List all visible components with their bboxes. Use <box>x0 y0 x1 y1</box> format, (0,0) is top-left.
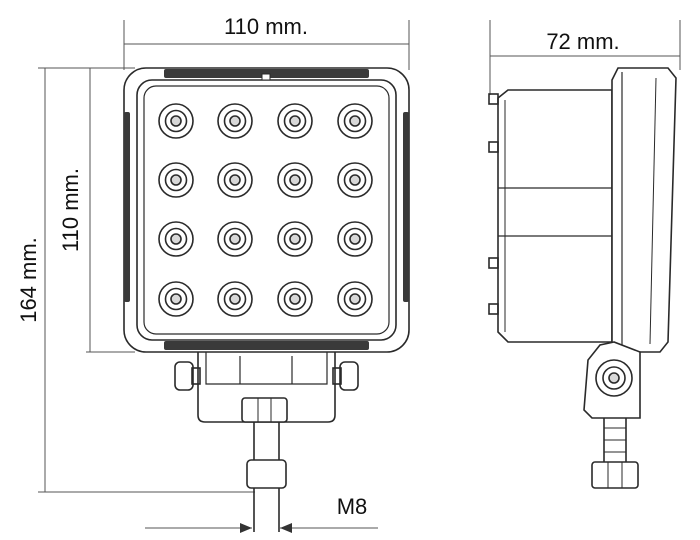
front-bracket <box>174 352 359 423</box>
led <box>337 221 373 257</box>
bolt-thread-label: M8 <box>337 494 368 519</box>
m8-arrowheads <box>240 523 292 533</box>
led <box>217 103 253 139</box>
side-housing <box>497 89 613 343</box>
led <box>158 103 194 139</box>
led <box>158 221 194 257</box>
front-housing-outer <box>123 67 410 353</box>
side-depth-label: 72 mm. <box>546 29 619 54</box>
led <box>337 281 373 317</box>
dimension-lines <box>38 20 681 529</box>
front-width-label: 110 mm. <box>224 14 308 39</box>
front-height-label: 110 mm. <box>58 168 83 252</box>
led <box>277 221 313 257</box>
total-height-label: 164 mm. <box>16 237 41 323</box>
led <box>337 103 373 139</box>
led <box>217 281 253 317</box>
led <box>158 281 194 317</box>
led <box>337 162 373 198</box>
led <box>158 162 194 198</box>
led <box>277 281 313 317</box>
side-view <box>488 67 677 489</box>
led <box>277 103 313 139</box>
led <box>217 162 253 198</box>
side-bolt <box>591 418 639 489</box>
front-view <box>123 67 410 532</box>
led <box>277 162 313 198</box>
led-grid <box>158 103 373 317</box>
front-bolt <box>246 422 287 532</box>
front-lens <box>143 85 390 335</box>
led <box>217 221 253 257</box>
